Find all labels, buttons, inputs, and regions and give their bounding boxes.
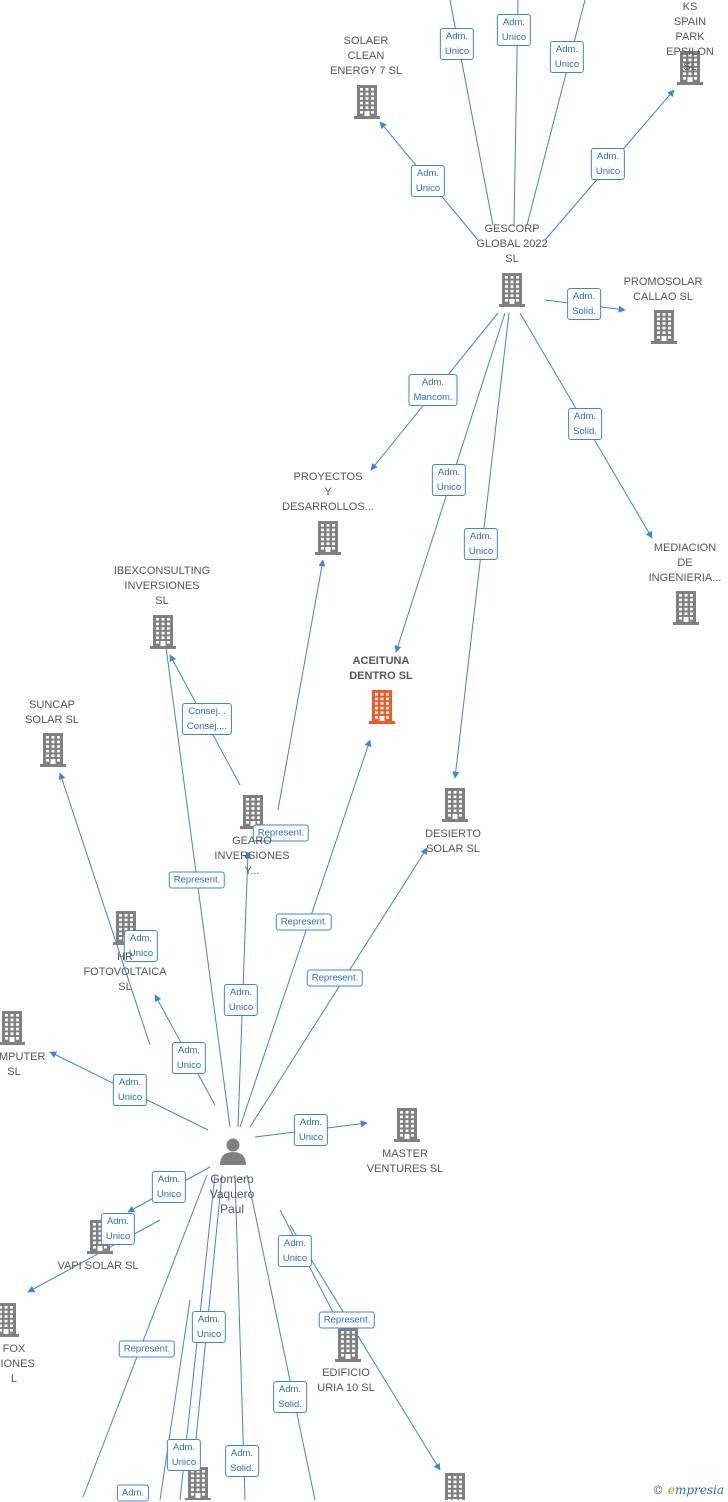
edge-role-label[interactable]: Represent. bbox=[168, 871, 226, 889]
building-icon[interactable] bbox=[369, 690, 395, 724]
edge-role-label[interactable]: Represent. bbox=[118, 1340, 176, 1358]
edge-role-label[interactable]: Adm. bbox=[116, 1484, 150, 1502]
node-label-promosolar[interactable]: PROMOSOLAR CALLAO SL bbox=[623, 276, 703, 303]
edge-role-label[interactable]: Adm. Unico bbox=[191, 1311, 227, 1343]
watermark-e: e bbox=[667, 1483, 675, 1497]
edge-role-label[interactable]: Adm. Unico bbox=[590, 148, 626, 180]
node-label-aceituna[interactable]: ACEITUNA DENTRO SL bbox=[349, 655, 413, 682]
node-label-proyectos[interactable]: PROYECTOS Y DESARROLLOS... bbox=[282, 471, 374, 513]
edge-line bbox=[526, 0, 586, 226]
node-label-fox[interactable]: FOX SIONES L bbox=[0, 1343, 35, 1385]
edge-role-label[interactable]: Adm. Unico bbox=[100, 1213, 136, 1245]
building-icon[interactable] bbox=[0, 1303, 19, 1337]
building-icon[interactable] bbox=[673, 591, 699, 625]
edge-role-label[interactable]: Adm. Solid. bbox=[568, 408, 602, 440]
building-icon[interactable] bbox=[185, 1467, 211, 1500]
edge-line bbox=[249, 847, 428, 1128]
person-icon[interactable] bbox=[220, 1138, 246, 1166]
edge-role-label[interactable]: Adm. Unico bbox=[293, 1114, 329, 1146]
empresia-watermark[interactable]: © empresia bbox=[652, 1483, 724, 1497]
node-label-edificio[interactable]: EDIFICIO URIA 10 SL bbox=[317, 1367, 375, 1394]
node-label-solaer[interactable]: SOLAER CLEAN ENERGY 7 SL bbox=[330, 35, 402, 77]
node-label-gearo[interactable]: GEARO INVERSIONES Y... bbox=[214, 835, 290, 877]
edge-line bbox=[159, 1299, 191, 1500]
edge-role-label[interactable]: Adm. Unico bbox=[410, 165, 446, 197]
building-icon[interactable] bbox=[677, 51, 703, 85]
edge-role-label[interactable]: Adm. Unico bbox=[166, 1439, 202, 1471]
copyright-symbol: © bbox=[652, 1483, 664, 1497]
edge-role-label[interactable]: Adm. Unico bbox=[431, 464, 467, 496]
edge-role-label[interactable]: Represent. bbox=[306, 969, 364, 987]
edge-role-label[interactable]: Adm. Unico bbox=[496, 14, 532, 46]
edge-role-label[interactable]: Adm. Solid. bbox=[225, 1445, 259, 1477]
edge-role-label[interactable]: Adm. Unico bbox=[439, 28, 475, 60]
node-label-computer[interactable]: COMPUTER SL bbox=[0, 1051, 46, 1078]
edge-role-label[interactable]: Adm. Unico bbox=[223, 984, 259, 1016]
edge-role-label[interactable]: Adm. Solid. bbox=[567, 288, 601, 320]
edge-line bbox=[27, 1219, 161, 1293]
building-icon[interactable] bbox=[442, 788, 468, 822]
building-icon[interactable] bbox=[394, 1108, 420, 1142]
building-icon[interactable] bbox=[499, 273, 525, 307]
node-label-person[interactable]: Gomero Vaquero Paul bbox=[209, 1172, 255, 1216]
node-label-ksspain[interactable]: KS SPAIN PARK EPSILON SL bbox=[666, 1, 714, 73]
edge-role-label[interactable]: Adm. Unico bbox=[171, 1042, 207, 1074]
node-label-mediacion[interactable]: MEDIACION DE INGENIERIA... bbox=[648, 542, 722, 584]
building-icon[interactable] bbox=[315, 521, 341, 555]
building-icon[interactable] bbox=[335, 1328, 361, 1362]
edge-line bbox=[289, 1224, 441, 1471]
edge-role-label[interactable]: Adm. Unico bbox=[151, 1171, 187, 1203]
edge-role-label[interactable]: Consej. . Consej.... bbox=[181, 703, 233, 735]
edge-role-label[interactable]: Adm. Unico bbox=[112, 1074, 148, 1106]
edge-role-label[interactable]: Adm. Solid. bbox=[273, 1381, 307, 1413]
edge-line bbox=[239, 739, 372, 1128]
edge-role-label[interactable]: Adm. Unico bbox=[549, 41, 585, 73]
node-label-gescorp[interactable]: GESCORP GLOBAL 2022 SL bbox=[476, 223, 548, 265]
node-label-ibex[interactable]: IBEXCONSULTING INVERSIONES SL bbox=[113, 565, 211, 607]
building-icon[interactable] bbox=[442, 1473, 468, 1500]
node-label-desierto[interactable]: DESIERTO SOLAR SL bbox=[425, 828, 481, 855]
node-label-vapi[interactable]: VAPI SOLAR SL bbox=[57, 1260, 139, 1272]
watermark-text: mpresia bbox=[674, 1483, 724, 1497]
node-label-master[interactable]: MASTER VENTURES SL bbox=[366, 1148, 444, 1175]
edge-line bbox=[58, 772, 151, 1046]
building-icon[interactable] bbox=[150, 615, 176, 649]
edge-line bbox=[246, 1174, 316, 1500]
edge-line bbox=[82, 1174, 208, 1498]
edge-role-label[interactable]: Represent. bbox=[275, 913, 333, 931]
node-label-suncap[interactable]: SUNCAP SOLAR SL bbox=[25, 699, 79, 726]
building-icon[interactable] bbox=[651, 310, 677, 344]
edge-role-label[interactable]: Adm. Unico bbox=[277, 1235, 313, 1267]
edge-role-label[interactable]: Adm. Unico bbox=[463, 528, 499, 560]
nodes-layer bbox=[0, 51, 703, 1500]
edges-layer bbox=[27, 0, 675, 1500]
edge-line bbox=[277, 559, 326, 811]
edge-role-label[interactable]: Adm. Unico bbox=[123, 930, 159, 962]
edge-role-label[interactable]: Adm. Mancom. bbox=[408, 374, 458, 406]
building-icon[interactable] bbox=[354, 85, 380, 119]
edge-role-label[interactable]: Represent. bbox=[252, 824, 310, 842]
node-label-hr[interactable]: HR FOTOVOLTAICA SL bbox=[83, 951, 167, 993]
building-icon[interactable] bbox=[0, 1011, 25, 1045]
edge-role-label[interactable]: Represent. bbox=[318, 1311, 376, 1329]
building-icon[interactable] bbox=[40, 733, 66, 767]
